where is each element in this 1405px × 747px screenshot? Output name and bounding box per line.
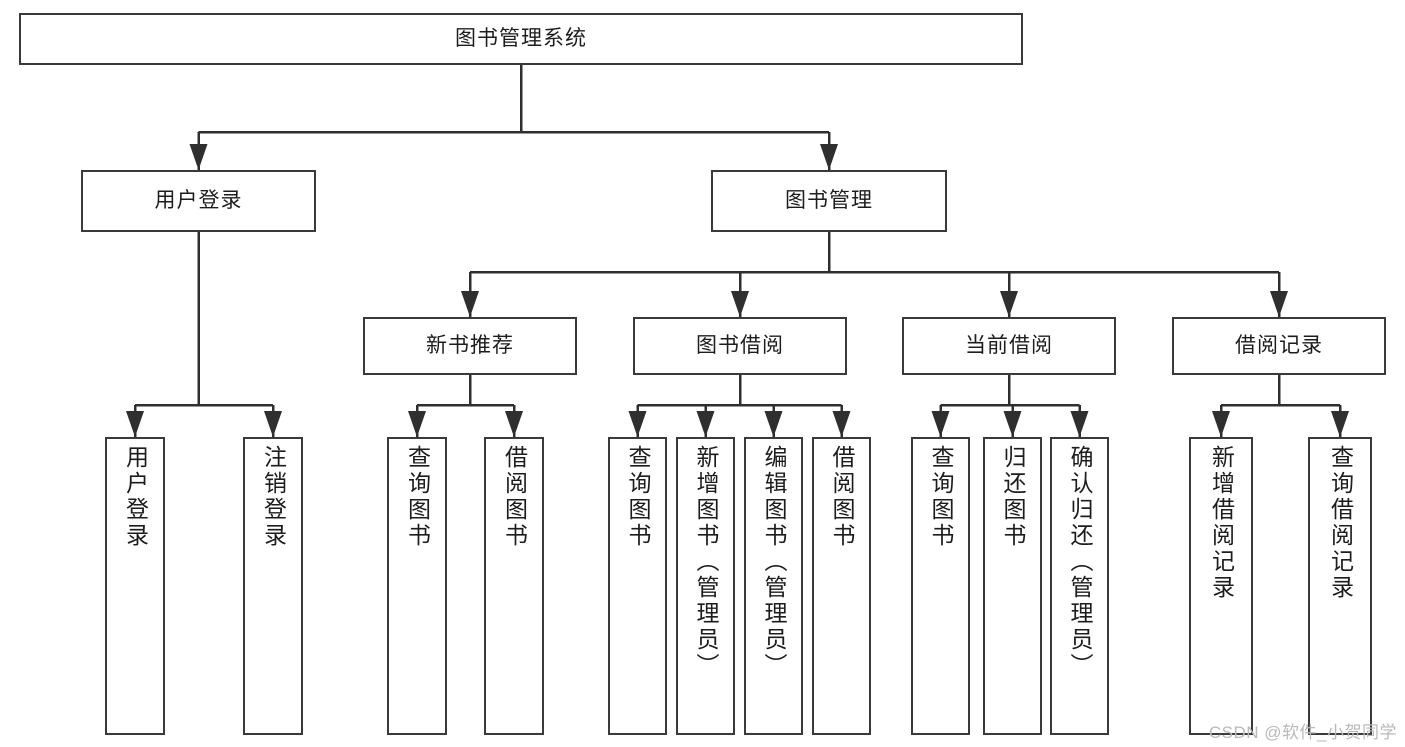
arrowhead-records <box>1270 291 1288 317</box>
node-newbook-1[interactable]: 查询图书 <box>387 437 447 735</box>
node-borrow[interactable]: 图书借阅 <box>633 317 847 375</box>
node-label: 新增借阅记录 <box>1208 445 1235 601</box>
arrowhead-bookmgmt <box>820 144 838 170</box>
node-borrow-3[interactable]: 编辑图书（管理员） <box>744 437 803 735</box>
arrowhead-records-2 <box>1331 411 1349 437</box>
node-newbook[interactable]: 新书推荐 <box>363 317 577 375</box>
arrowhead-login <box>189 144 208 170</box>
node-label: 用户登录 <box>154 188 243 212</box>
arrowhead-borrow-3 <box>764 411 783 437</box>
node-label: 图书借阅 <box>696 333 784 357</box>
node-borrow-2[interactable]: 新增图书（管理员） <box>676 437 735 735</box>
node-label: 归还图书 <box>1000 445 1026 549</box>
node-current-1[interactable]: 查询图书 <box>911 437 970 735</box>
node-current-2[interactable]: 归还图书 <box>983 437 1042 735</box>
node-label: 查询图书 <box>625 445 651 549</box>
node-current[interactable]: 当前借阅 <box>902 317 1116 375</box>
node-label: 新书推荐 <box>426 333 514 357</box>
arrowhead-current-2 <box>1003 411 1022 437</box>
node-bookmgmt[interactable]: 图书管理 <box>711 170 947 232</box>
node-label: 图书管理 <box>785 188 873 212</box>
node-login-2[interactable]: 注销登录 <box>243 437 303 735</box>
arrowhead-borrow-1 <box>628 411 647 437</box>
node-records[interactable]: 借阅记录 <box>1172 317 1386 375</box>
node-label: 当前借阅 <box>965 333 1053 357</box>
node-label: 借阅记录 <box>1235 333 1323 357</box>
node-login[interactable]: 用户登录 <box>81 170 316 232</box>
arrowhead-current <box>1000 291 1018 317</box>
node-label: 新增图书（管理员） <box>693 445 719 679</box>
node-label: 用户登录 <box>122 445 149 549</box>
node-records-1[interactable]: 新增借阅记录 <box>1189 437 1253 735</box>
node-label: 借阅图书 <box>829 445 855 549</box>
arrowhead-login-1 <box>126 411 144 437</box>
arrowhead-records-1 <box>1212 411 1230 437</box>
node-current-3[interactable]: 确认归还（管理员） <box>1050 437 1109 735</box>
arrowhead-newbook-1 <box>408 411 426 437</box>
arrowhead-newbook-2 <box>505 411 523 437</box>
node-label: 借阅图书 <box>501 445 528 549</box>
arrowhead-login-2 <box>264 411 282 437</box>
node-label: 查询图书 <box>928 445 954 549</box>
arrowhead-borrow-4 <box>832 411 851 437</box>
node-label: 编辑图书（管理员） <box>761 445 787 679</box>
arrowhead-current-3 <box>1070 411 1089 437</box>
node-label: 查询图书 <box>404 445 431 549</box>
node-root[interactable]: 图书管理系统 <box>19 13 1023 65</box>
node-label: 查询借阅记录 <box>1327 445 1354 601</box>
arrowhead-current-1 <box>931 411 950 437</box>
node-label: 确认归还（管理员） <box>1067 445 1093 679</box>
watermark: CSDN @软件_小贺同学 <box>1208 723 1397 742</box>
node-label: 图书管理系统 <box>455 26 587 50</box>
node-login-1[interactable]: 用户登录 <box>105 437 165 735</box>
arrowhead-borrow <box>731 291 749 317</box>
node-records-2[interactable]: 查询借阅记录 <box>1308 437 1372 735</box>
node-borrow-1[interactable]: 查询图书 <box>608 437 667 735</box>
arrowhead-borrow-2 <box>696 411 715 437</box>
node-borrow-4[interactable]: 借阅图书 <box>812 437 871 735</box>
node-newbook-2[interactable]: 借阅图书 <box>484 437 544 735</box>
node-label: 注销登录 <box>260 445 287 549</box>
arrowhead-newbook <box>461 291 479 317</box>
